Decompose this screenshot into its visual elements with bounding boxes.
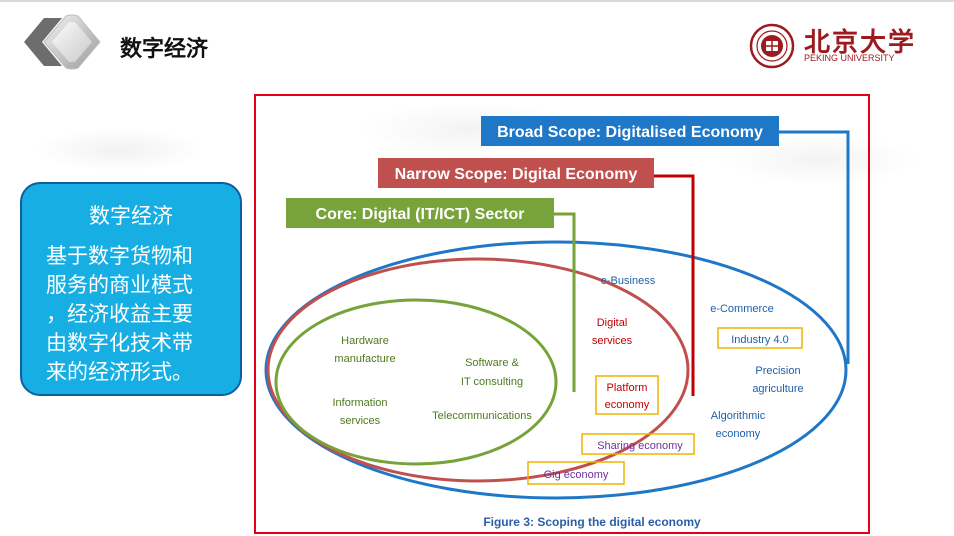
pku-logo: 北京大学 PEKING UNIVERSITY	[748, 22, 914, 72]
digital-services-label: services	[592, 335, 633, 347]
software-label: Software &	[465, 357, 519, 369]
broad-connector-line	[778, 130, 850, 364]
information-services-label: Information	[332, 397, 387, 409]
figure-caption: Figure 3: Scoping the digital economy	[483, 515, 701, 529]
information-services-label: services	[340, 415, 381, 427]
core-connector-line	[552, 212, 576, 392]
precision-agriculture-label: agriculture	[752, 383, 803, 395]
definition-line: 服务的商业模式	[46, 273, 193, 297]
digital-services-label: Digital	[597, 317, 628, 329]
core-scope-label-bg	[286, 198, 554, 228]
platform-economy-label: Platform	[607, 382, 648, 394]
pku-english-name: PEKING UNIVERSITY	[804, 53, 895, 63]
broad-scope-label-bg	[481, 116, 779, 146]
narrow-scope-ellipse	[266, 257, 690, 483]
definition-line: ，经济收益主要	[46, 302, 193, 326]
narrow-connector-line	[654, 174, 695, 396]
platform-economy-label: economy	[605, 399, 650, 411]
broad-scope-ellipse	[264, 240, 848, 500]
sharing-economy-box	[581, 433, 695, 455]
platform-economy-box	[595, 375, 659, 415]
ecommerce-label: e-Commerce	[710, 303, 774, 315]
industry-box	[717, 327, 803, 349]
definition-title: 数字经济	[89, 204, 173, 228]
hardware-label: manufacture	[334, 353, 395, 365]
sharing-economy-label: Sharing economy	[597, 440, 683, 452]
gig-economy-box	[527, 461, 625, 485]
diamond-logo-icon	[22, 14, 102, 70]
gig-economy-label: Gig economy	[544, 469, 609, 481]
definition-panel: 数字经济 基于数字货物和 服务的商业模式 ，经济收益主要 由数字化技术带 来的经…	[20, 182, 242, 396]
precision-agriculture-label: Precision	[755, 365, 800, 377]
narrow-scope-label-bg	[378, 158, 654, 188]
narrow-scope-label: Narrow Scope: Digital Economy	[395, 166, 638, 183]
telecommunications-label: Telecommunications	[432, 410, 532, 422]
software-label: IT consulting	[461, 376, 523, 388]
pku-seal-icon	[749, 23, 795, 69]
industry-label: Industry 4.0	[731, 334, 788, 346]
algorithmic-economy-label: Algorithmic	[711, 410, 766, 422]
top-border	[0, 0, 954, 2]
hardware-label: Hardware	[341, 335, 389, 347]
definition-body: 基于数字货物和 服务的商业模式 ，经济收益主要 由数字化技术带 来的经济形式。	[46, 242, 224, 387]
scope-figure: Broad Scope: Digitalised Economy Narrow …	[254, 94, 870, 534]
page-title: 数字经济	[120, 37, 209, 62]
algorithmic-economy-label: economy	[716, 428, 761, 440]
ebusiness-label: e-Business	[601, 275, 656, 287]
core-scope-ellipse	[274, 298, 558, 466]
definition-line: 由数字化技术带	[46, 331, 193, 355]
pku-chinese-name: 北京大学	[804, 28, 917, 58]
core-scope-label: Core: Digital (IT/ICT) Sector	[316, 206, 525, 223]
broad-scope-label: Broad Scope: Digitalised Economy	[497, 124, 763, 141]
definition-line: 基于数字货物和	[46, 244, 193, 268]
definition-line: 来的经济形式。	[46, 360, 193, 384]
